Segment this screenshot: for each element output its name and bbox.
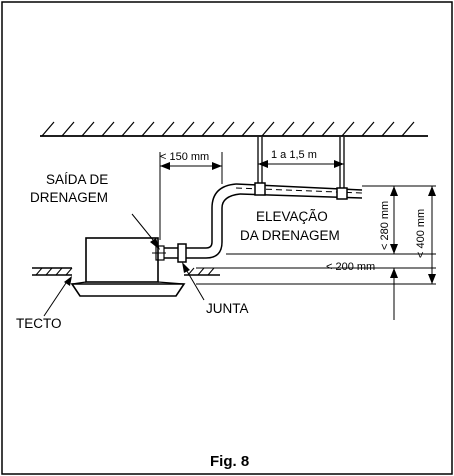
lower-ceiling [32,267,436,276]
dim-support-spacing: 1 a 1,5 m [258,149,344,168]
ceiling-label: TECTO [16,316,62,331]
drain-lift-label-1: ELEVAÇÃO [256,209,328,224]
dim-horizontal-run-label: < 150 mm [160,151,209,163]
drain-outlet-label-2: DRENAGEM [30,190,108,205]
joint-leader [182,262,205,301]
ceiling-leader [43,276,72,317]
drain-outlet-leader [131,213,160,250]
drain-outlet-label-1: SAÍDA DE [46,172,108,187]
dim-support-spacing-label: 1 a 1,5 m [271,149,317,161]
decoration-panel [70,283,186,297]
dim-lift-height-label: < 280 mm [379,201,391,250]
dim-total-height-label: < 400 mm [415,209,427,258]
figure-caption: Fig. 8 [210,453,249,470]
joint-label: JUNTA [206,301,249,316]
extension-lines [159,142,436,255]
dim-total-height: < 400 mm [196,186,436,285]
upper-ceiling-slab [40,121,428,137]
drain-pipe [164,182,363,263]
dim-horizontal-run: < 150 mm [160,151,222,170]
dim-lift-height: < 280 mm [379,186,398,320]
drain-lift-label-2: DA DRENAGEM [240,228,340,243]
indoor-unit [70,237,186,297]
dim-below-ceiling-label: < 200 mm [326,261,375,273]
